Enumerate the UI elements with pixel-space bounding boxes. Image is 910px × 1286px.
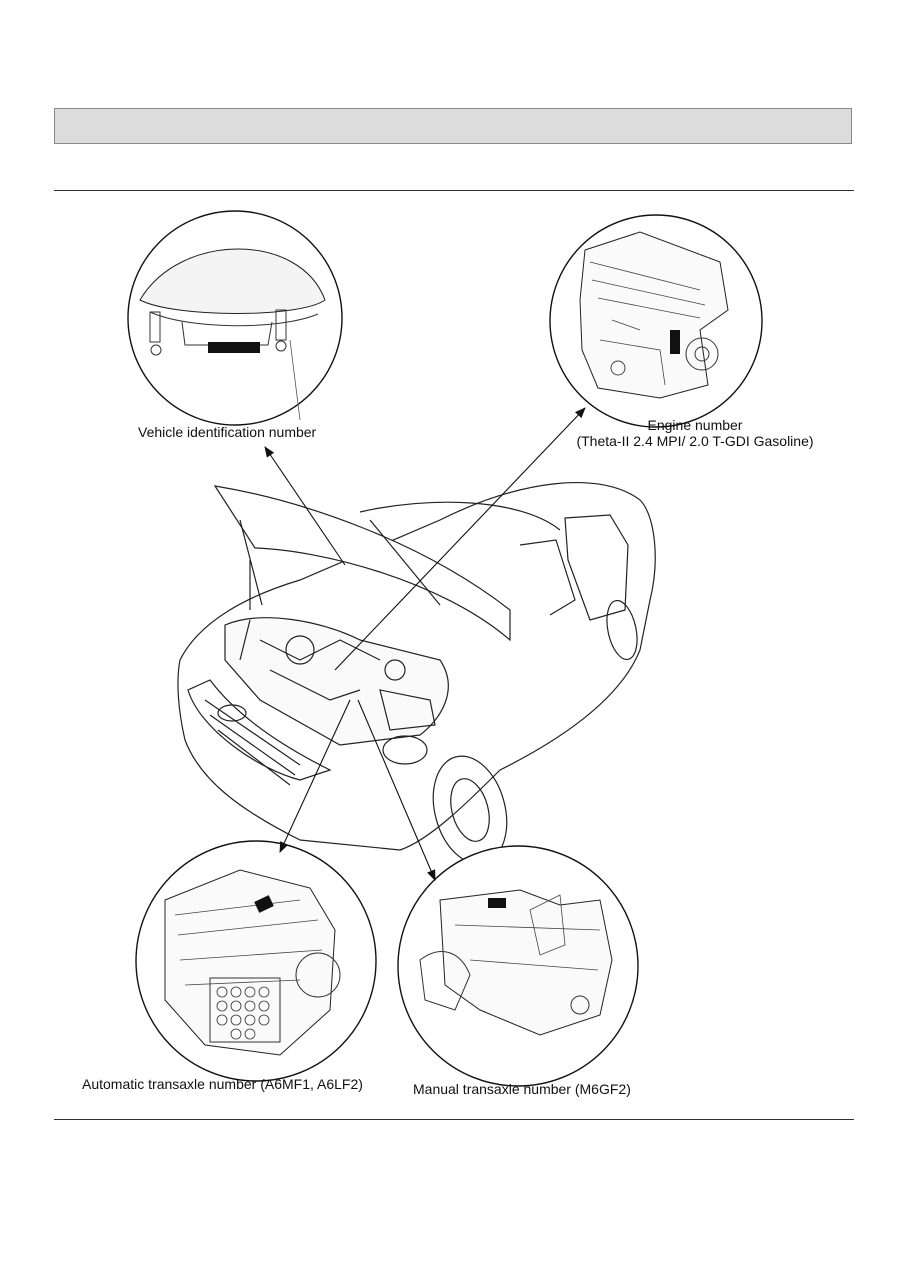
top-divider [54,190,854,191]
automatic-transaxle-marker [254,895,274,913]
automatic-transaxle-detail-circle [135,840,377,1082]
engine-detail-circle [549,214,763,428]
engine-label-line2: (Theta-II 2.4 MPI/ 2.0 T-GDI Gasoline) [576,433,814,449]
manual-transaxle-detail-circle [397,845,639,1087]
vin-plate-marker [208,342,260,353]
engine-label-line1: Engine number [647,417,743,433]
manual-leader-arrow [357,699,436,882]
automatic-transaxle-label: Automatic transaxle number (A6MF1, A6LF2… [82,1076,363,1092]
leader-arrows [264,407,586,882]
engine-number-marker [670,330,680,354]
vin-leader-arrow [264,446,346,566]
manual-transaxle-label: Manual transaxle number (M6GF2) [413,1081,631,1097]
section-header-bar [54,108,852,144]
bottom-divider [54,1119,854,1120]
engine-leader-arrow [334,407,586,671]
vehicle-illustration [177,481,656,865]
vin-label: Vehicle identification number [138,424,317,440]
vin-detail-circle [127,210,343,426]
automatic-leader-arrow [279,699,351,853]
manual-transaxle-marker [488,898,506,908]
